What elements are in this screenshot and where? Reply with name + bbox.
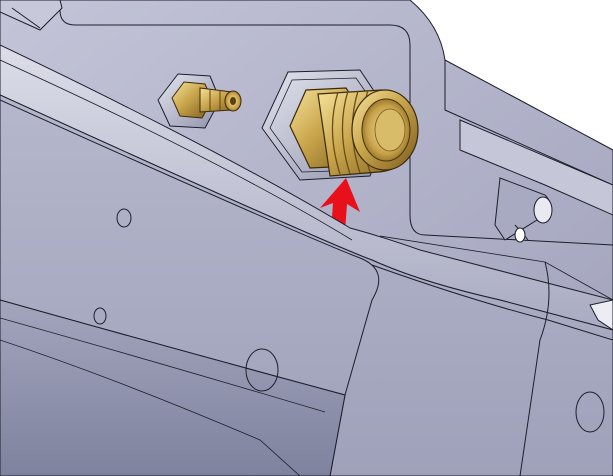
large-brass-fitting-icon — [289, 87, 419, 177]
right-tab — [589, 299, 613, 331]
red-arrow-icon — [320, 178, 360, 245]
mounting-holes — [93, 208, 605, 433]
corner-bracket — [0, 0, 63, 31]
small-hose-barb-fitting-icon — [171, 81, 242, 119]
lower-flange — [0, 299, 346, 476]
right-rail — [459, 119, 613, 243]
